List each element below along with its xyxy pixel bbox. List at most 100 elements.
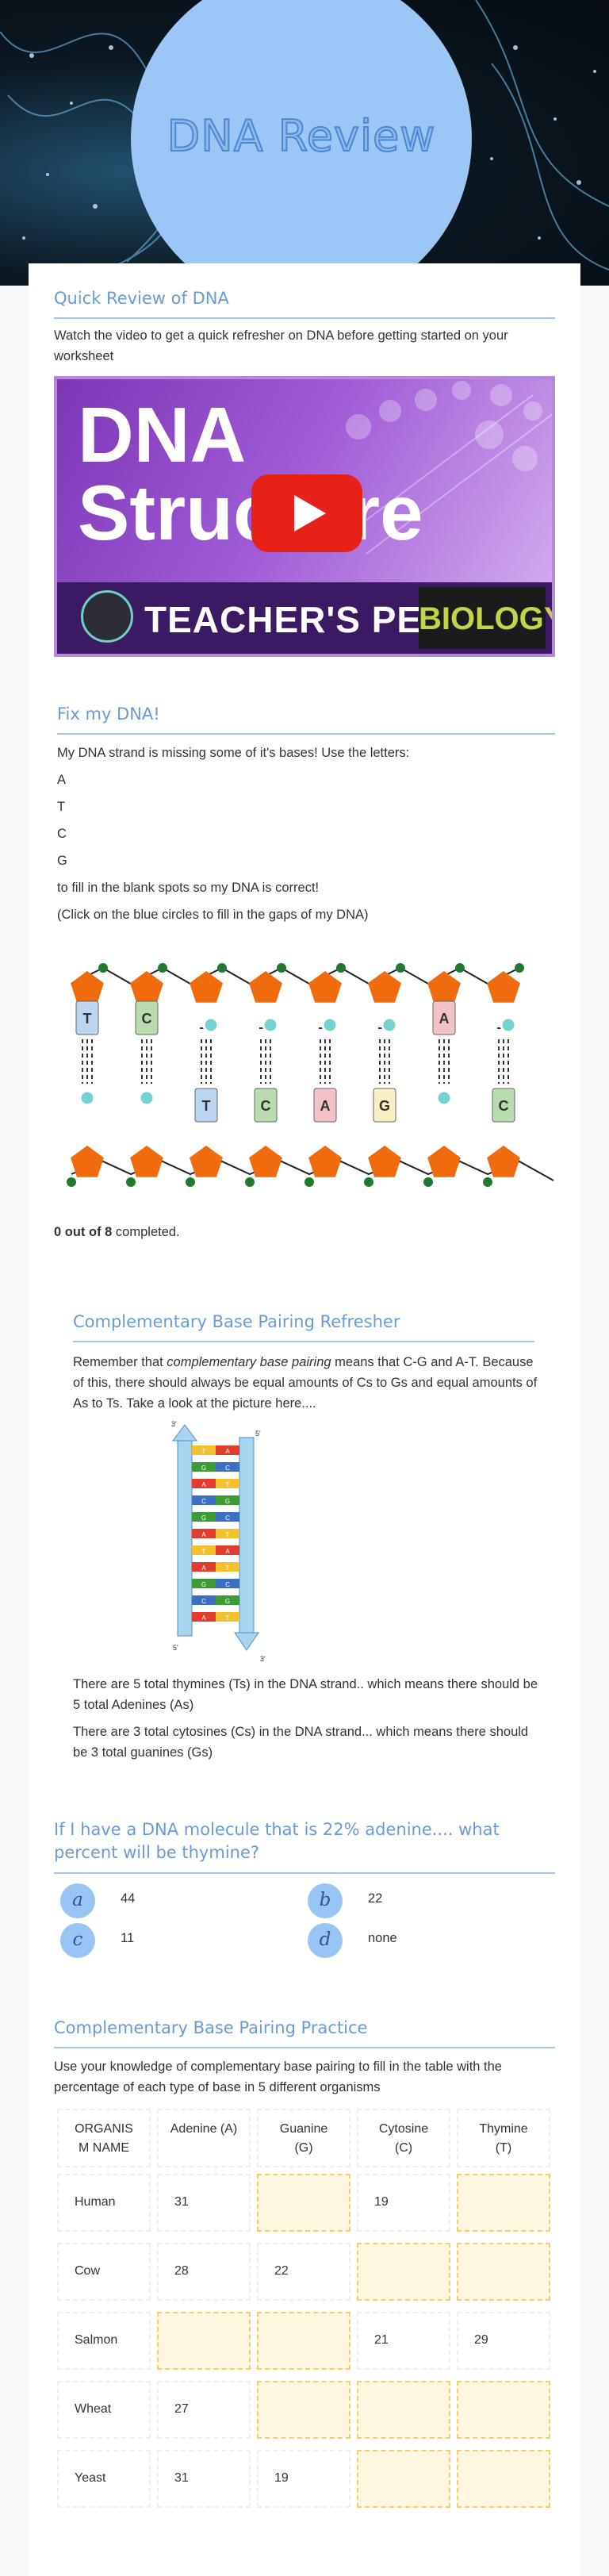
sugar-pentagon [249, 1146, 282, 1177]
sugar-pentagon [427, 971, 461, 1003]
refresher-paragraph: Remember that complementary base pairing… [73, 1355, 538, 1411]
base-bar [192, 1495, 216, 1505]
base-letter: G [225, 1598, 230, 1605]
base-letter: G [201, 1581, 206, 1588]
phosphate-node [515, 963, 524, 973]
fill-slot-circle[interactable] [138, 1089, 155, 1107]
down-arrow [234, 1632, 259, 1651]
table-cell: 27 [157, 2381, 251, 2439]
choice-c[interactable]: c 11 [60, 1923, 282, 1958]
fill-slot-circle[interactable] [262, 1016, 279, 1034]
base-bar [216, 1545, 239, 1555]
hero-banner: DNA Review [0, 0, 609, 286]
table-cell: 21 [357, 2312, 450, 2370]
choice-a[interactable]: a 44 [60, 1883, 282, 1918]
base-letter: T [83, 1011, 92, 1027]
fill-slot-circle[interactable] [500, 1016, 517, 1034]
phosphate-node [245, 1177, 255, 1187]
fill-slot-circle[interactable] [202, 1016, 220, 1034]
base-letter: A [201, 1531, 206, 1538]
table-input-cell[interactable] [457, 2243, 550, 2301]
sugar-pentagon [308, 971, 342, 1003]
base-bar [216, 1612, 239, 1622]
divider [57, 733, 555, 735]
table-input-cell[interactable] [357, 2381, 450, 2439]
phosphate-node [304, 1177, 314, 1187]
base-letter: T [226, 1481, 230, 1488]
fill-slot-circle[interactable] [435, 1089, 453, 1107]
choice-label: 22 [368, 1891, 383, 1906]
table-cell: 22 [257, 2243, 350, 2301]
base-block [135, 1000, 159, 1035]
table-header-cell: Thymine (T) [457, 2109, 550, 2167]
choice-d[interactable]: d none [308, 1923, 530, 1958]
video-subject-badge: BIOLOGY [419, 587, 552, 649]
table-input-cell[interactable] [257, 2174, 350, 2232]
strand-end-label: 3' [171, 1420, 177, 1428]
table-cell: Wheat [57, 2381, 151, 2439]
phosphate-node [336, 963, 346, 973]
base-letter: A [201, 1614, 206, 1622]
table-input-cell[interactable] [457, 2450, 550, 2508]
choice-badge[interactable]: d [308, 1923, 343, 1958]
right-backbone [239, 1437, 255, 1637]
table-cell: 28 [157, 2243, 251, 2301]
video-decoration [342, 381, 552, 555]
refresher-thymine-note: There are 5 total thymines (Ts) in the D… [73, 1677, 538, 1712]
play-icon[interactable] [251, 474, 362, 552]
phosphate-node [186, 1177, 195, 1187]
base-bar [216, 1562, 239, 1572]
phosphate-node [364, 1177, 373, 1187]
fill-slot-circle[interactable] [321, 1016, 339, 1034]
choice-badge[interactable]: b [308, 1883, 343, 1918]
progress-text: 0 out of 8 completed. [54, 1225, 180, 1239]
table-input-cell[interactable] [257, 2381, 350, 2439]
fill-slot-circle[interactable] [381, 1016, 398, 1034]
letter-t: T [57, 800, 66, 814]
table-cell: Yeast [57, 2450, 151, 2508]
video-title-line1: DNA [78, 391, 247, 478]
choice-label: 44 [121, 1891, 136, 1906]
base-bar [216, 1595, 239, 1605]
sugar-pentagon [190, 971, 223, 1003]
table-input-cell[interactable] [357, 2243, 450, 2301]
sugar-pentagon [487, 971, 520, 1003]
phosphate-node [483, 1177, 492, 1187]
base-bar [192, 1579, 216, 1588]
table-input-cell[interactable] [457, 2381, 550, 2439]
divider [73, 1341, 534, 1342]
table-input-cell[interactable] [357, 2450, 450, 2508]
table-input-cell[interactable] [457, 2174, 550, 2232]
sugar-pentagon [71, 1146, 104, 1177]
base-bar [192, 1545, 216, 1555]
sugar-pentagon [130, 971, 163, 1003]
base-letter: T [202, 1448, 206, 1455]
phosphate-node [67, 1177, 76, 1187]
letter-a: A [57, 773, 67, 787]
fix-dna-hint: (Click on the blue circles to fill in th… [57, 908, 369, 922]
phosphate-node [455, 963, 465, 973]
base-letter: C [261, 1098, 271, 1114]
table-input-cell[interactable] [257, 2312, 350, 2370]
phosphate-node [158, 963, 167, 973]
up-arrow [172, 1424, 197, 1442]
base-letter: A [225, 1548, 230, 1555]
table-cell: Cow [57, 2243, 151, 2301]
video-player[interactable]: DNA Structure TEACHER'S PET BIOLOGY [54, 376, 555, 657]
table-header-cell: ORGANIS M NAME [57, 2109, 151, 2167]
choice-b[interactable]: b 22 [308, 1883, 530, 1918]
base-bar [192, 1562, 216, 1572]
divider [54, 1872, 555, 1874]
base-letter: G [201, 1515, 206, 1522]
table-input-cell[interactable] [157, 2312, 251, 2370]
phosphate-node [396, 963, 405, 973]
choice-badge[interactable]: c [60, 1923, 95, 1958]
phosphate-node [217, 963, 227, 973]
choice-badge[interactable]: a [60, 1883, 95, 1918]
base-letter: C [225, 1515, 230, 1522]
fill-slot-circle[interactable] [79, 1089, 96, 1107]
base-bar [216, 1512, 239, 1522]
phosphate-node [423, 1177, 433, 1187]
table-cell: 19 [257, 2450, 350, 2508]
